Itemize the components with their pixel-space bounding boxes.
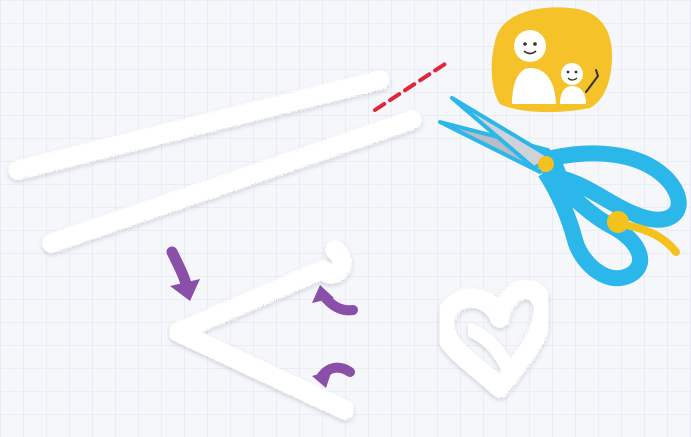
scissors-screw	[607, 211, 629, 233]
adult-figure-head	[514, 30, 546, 62]
scissors-pivot	[538, 156, 554, 172]
family-badge-icon	[492, 7, 612, 112]
child-figure-head	[561, 63, 583, 85]
